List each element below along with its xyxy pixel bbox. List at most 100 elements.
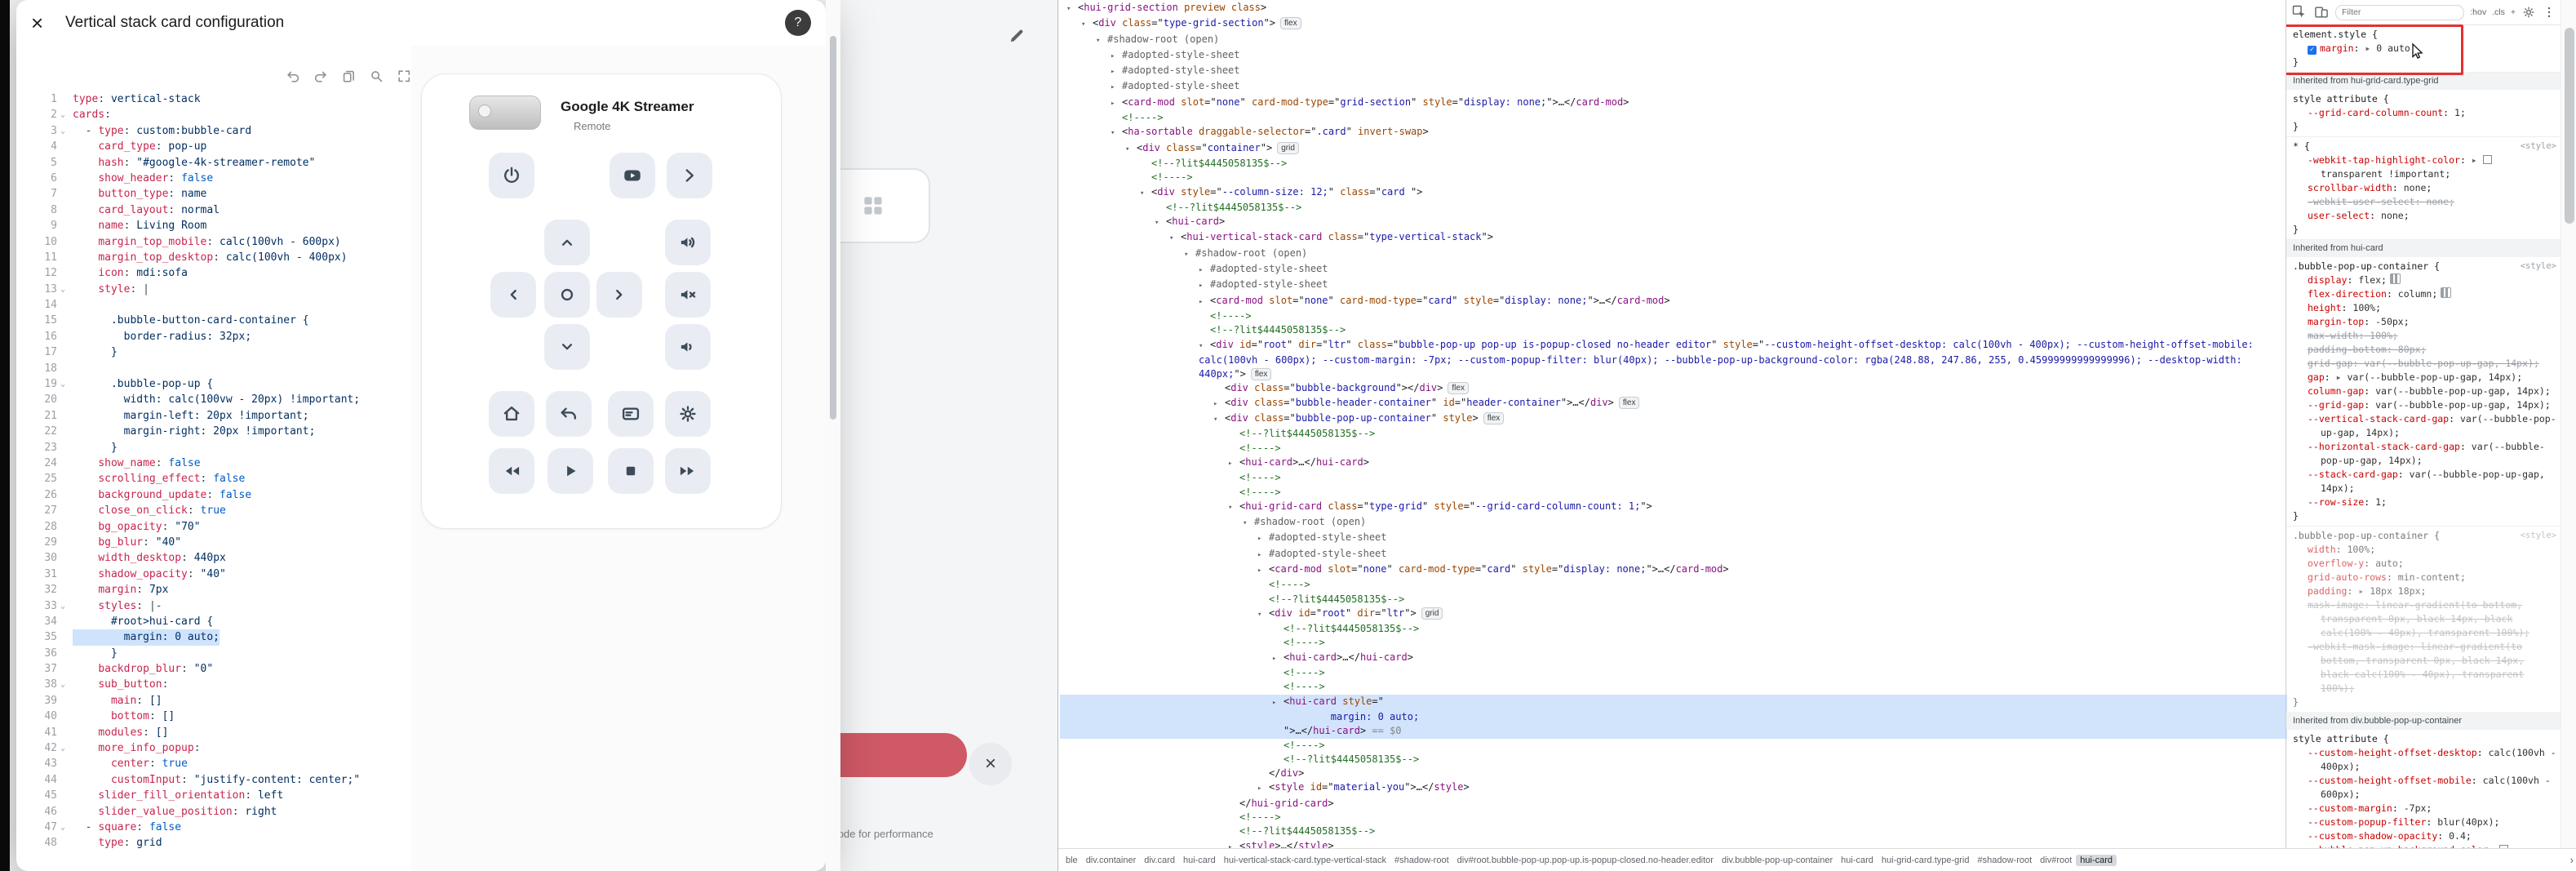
styles-scrollbar-thumb[interactable] [2565, 28, 2574, 224]
tree-row[interactable]: ▾<div class="type-grid-section">flex [1060, 16, 2287, 32]
css-declaration[interactable]: --custom-margin: -7px; [2308, 802, 2432, 814]
breadcrumb-item[interactable]: div#root [2040, 855, 2073, 865]
css-declaration[interactable]: mask-image: linear-gradient(to bottom, t… [2308, 599, 2530, 638]
tree-row[interactable]: <!----> [1239, 472, 1281, 484]
tree-row[interactable]: ▾<ha-sortable draggable-selector=".card"… [1111, 126, 1429, 138]
forward-button[interactable] [665, 448, 711, 494]
tree-row[interactable]: <!----> [1269, 579, 1310, 591]
css-declaration[interactable]: scrollbar-width: none; [2308, 182, 2432, 193]
color-swatch[interactable] [2482, 155, 2492, 164]
code-line[interactable]: 26 background_update: false [44, 488, 252, 501]
code-line[interactable]: 15 .bubble-button-card-container { [44, 314, 309, 327]
code-line[interactable]: 7 button_type: name [51, 188, 207, 201]
css-declaration[interactable]: --vertical-stack-card-gap: var(--bubble-… [2308, 413, 2556, 438]
tree-row[interactable]: ▸<hui-card>…</hui-card> [1272, 651, 1413, 663]
breadcrumb-item[interactable]: div.container [1085, 855, 1137, 865]
code-line[interactable]: 22 margin-right: 20px !important; [44, 425, 316, 438]
tree-row[interactable]: ▸#adopted-style-sheet [1111, 80, 1240, 92]
flex-editor-icon[interactable] [2441, 287, 2452, 298]
css-declaration[interactable]: overflow-y: auto; [2308, 558, 2404, 569]
flex-badge[interactable]: flex [1483, 412, 1505, 425]
css-declaration[interactable]: --bubble-pop-up-background-color: rgba(2… [2293, 843, 2556, 849]
tree-row[interactable]: <!----> [1151, 171, 1193, 184]
play-button[interactable] [548, 448, 593, 494]
tree-row[interactable]: <!----> [1284, 637, 1325, 649]
code-line[interactable]: 34 #root>hui-card { [44, 615, 214, 628]
volume-mute-button[interactable] [665, 272, 711, 318]
tree-row[interactable]: ">…</hui-card> == $0 [1060, 724, 2287, 739]
css-declaration[interactable]: display: flex; [2293, 273, 2556, 287]
tree-row[interactable]: ▾#shadow-root (open) [1243, 516, 1367, 528]
tree-row[interactable]: ▾<hui-vertical-stack-card class="type-ve… [1169, 231, 1493, 243]
breadcrumb-item[interactable]: hui-card [2076, 854, 2117, 866]
pseudo-state-button[interactable]: :hov [2470, 7, 2487, 17]
code-line[interactable]: 10 margin_top_mobile: calc(100vh - 600px… [44, 235, 341, 248]
css-declaration[interactable]: -webkit-mask-image: linear-gradient(to b… [2308, 641, 2525, 694]
css-declaration[interactable]: flex-direction: column; [2293, 287, 2556, 301]
tree-row[interactable]: ▸#adopted-style-sheet [1199, 278, 1328, 291]
declaration-checkbox[interactable]: ✓ [2308, 46, 2317, 55]
tree-row[interactable]: ▾#shadow-root (open) [1096, 33, 1220, 45]
code-line[interactable]: 9 name: Living Room [51, 220, 207, 233]
tree-row[interactable]: ▸<hui-card style=" [1060, 694, 2287, 710]
breadcrumb-item[interactable]: div#root.bubble-pop-up.pop-up.is-popup-c… [1456, 855, 1714, 865]
new-style-rule-button[interactable]: + [2510, 7, 2516, 17]
code-line[interactable]: 29 bg_blur: "40" [44, 535, 182, 549]
code-line[interactable]: 32 margin: 7px [44, 584, 169, 597]
dpad-right-button[interactable] [596, 272, 642, 318]
dialog-scrollbar-thumb[interactable] [830, 36, 836, 420]
tree-row[interactable]: <!--?lit$4445058135$--> [1284, 753, 1420, 765]
rule-source-link[interactable]: <style> [2520, 261, 2556, 271]
flex-editor-icon[interactable] [2389, 273, 2401, 284]
tree-row[interactable]: <!----> [1210, 309, 1252, 322]
tree-row[interactable]: <!----> [1239, 486, 1281, 498]
tree-row[interactable]: ▾<div class="container">grid [1060, 141, 2287, 157]
dpad-down-button[interactable] [544, 324, 590, 370]
code-line[interactable]: 33⌄ styles: |- [44, 599, 162, 612]
css-declaration[interactable]: gap: ▸ var(--bubble-pop-up-gap, 14px); [2308, 371, 2523, 383]
redo-icon[interactable] [313, 69, 329, 84]
code-line[interactable]: 48 type: grid [44, 837, 162, 850]
code-line[interactable]: 36 } [44, 647, 117, 660]
code-line[interactable]: 39 main: [] [44, 694, 162, 707]
code-line[interactable]: 8 card_layout: normal [51, 203, 220, 216]
breadcrumb-item[interactable]: hui-grid-card.type-grid [1881, 855, 1970, 865]
css-declaration[interactable]: --custom-shadow-opacity: 0.4; [2308, 830, 2472, 842]
flex-badge[interactable]: flex [1250, 368, 1272, 381]
css-declaration[interactable]: width: 100%; [2308, 544, 2376, 555]
search-icon[interactable] [369, 69, 384, 84]
code-line[interactable]: 21 margin-left: 20px !important; [44, 409, 309, 422]
edit-dashboard-button[interactable] [1000, 20, 1033, 52]
code-line[interactable]: 42⌄ more_info_popup: [44, 742, 201, 755]
code-line[interactable]: 12 icon: mdi:sofa [44, 267, 188, 280]
code-line[interactable]: 40 bottom: [] [44, 710, 175, 723]
fullscreen-icon[interactable] [397, 69, 412, 84]
volume-down-button[interactable] [665, 324, 711, 370]
css-declaration[interactable]: margin-top: -50px; [2308, 316, 2410, 327]
tree-row[interactable]: <!----> [1122, 112, 1164, 124]
code-line[interactable]: 19⌄ .bubble-pop-up { [44, 378, 214, 391]
code-line[interactable]: 16 border-radius: 32px; [44, 330, 252, 343]
flex-badge[interactable]: flex [1618, 396, 1640, 409]
tree-row[interactable]: ▾<div id="root" dir="ltr" class="bubble-… [1199, 338, 2260, 381]
code-line[interactable]: 17 } [44, 346, 117, 359]
tree-row[interactable]: <!----> [1239, 811, 1281, 824]
breadcrumb-item[interactable]: hui-card [1841, 855, 1873, 865]
code-line[interactable]: 35 margin: 0 auto; [23, 629, 411, 646]
code-line[interactable]: 30 width_desktop: 440px [44, 552, 226, 565]
youtube-button[interactable] [610, 153, 655, 198]
code-line[interactable]: 2⌄cards: [51, 109, 111, 122]
css-declaration[interactable]: user-select: none; [2308, 210, 2410, 221]
flex-badge[interactable]: flex [1280, 17, 1301, 30]
breadcrumb-item[interactable]: div.card [1144, 855, 1175, 865]
settings-gear-icon[interactable] [2521, 5, 2536, 20]
css-declaration[interactable]: --row-size: 1; [2308, 496, 2387, 508]
element-classes-button[interactable]: .cls [2492, 7, 2505, 17]
tree-row[interactable]: ▾<div style="--column-size: 12;" class="… [1140, 185, 1423, 198]
settings-button[interactable] [665, 391, 711, 437]
list-button[interactable] [608, 391, 654, 437]
copy-icon[interactable] [341, 69, 357, 84]
code-line[interactable]: 24 show_name: false [44, 456, 201, 469]
code-line[interactable]: 43 center: true [44, 758, 188, 771]
volume-up-button[interactable] [665, 220, 711, 265]
